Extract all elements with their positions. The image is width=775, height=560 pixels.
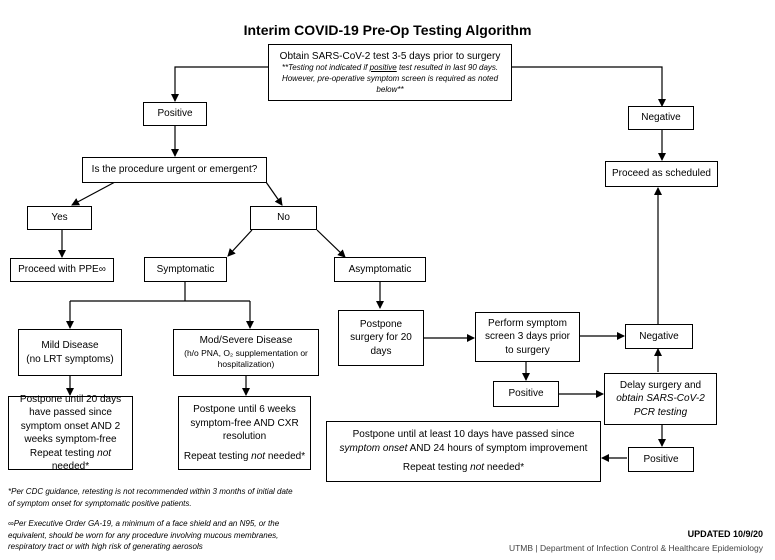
postpone-mild-box: Postpone until 20 days have passed since… — [8, 394, 133, 472]
positive-mid-box: Positive — [493, 381, 559, 407]
department-credit: UTMB | Department of Infection Control &… — [508, 543, 763, 553]
arrow-start-positive — [171, 66, 268, 102]
perform-symptom-screen-box: Perform symptom screen 3 days prior to s… — [475, 312, 580, 362]
arrow-question-yes — [71, 181, 116, 206]
start-box: Obtain SARS-CoV-2 test 3-5 days prior to… — [268, 44, 512, 101]
proceed-ppe-box: Proceed with PPE∞ — [10, 258, 114, 282]
arrow-no-symptomatic — [227, 229, 253, 257]
delay-surgery-box: Delay surgery and obtain SARS-CoV-2 PCR … — [604, 373, 717, 425]
start-instruction: Obtain SARS-CoV-2 test 3-5 days prior to… — [279, 50, 501, 62]
positive-low-box: Positive — [628, 447, 694, 472]
asymptomatic-box: Asymptomatic — [334, 257, 426, 282]
proceed-as-scheduled-box: Proceed as scheduled — [605, 161, 718, 187]
postpone-10-days-box: Postpone until at least 10 days have pas… — [326, 421, 601, 482]
postpone-modsevere-box: Postpone until 6 weeks symptom-free AND … — [178, 396, 311, 470]
positive-top-box: Positive — [143, 102, 207, 126]
negative-mid-box: Negative — [625, 324, 693, 349]
footnote-executive-order: ∞Per Executive Order GA-19, a minimum of… — [8, 519, 280, 552]
updated-date: UPDATED 10/9/20 — [687, 529, 763, 539]
postpone-20-days-box: Postpone surgery for 20 days — [338, 310, 424, 366]
page-title: Interim COVID-19 Pre-Op Testing Algorith… — [243, 22, 532, 38]
arrow-question-no — [265, 181, 283, 206]
arrow-start-negative — [512, 66, 666, 107]
modsevere-disease-box: Mod/Severe Disease (h/o PNA, O₂ suppleme… — [173, 329, 319, 376]
connector-symptomatic-split — [70, 281, 250, 302]
start-note: **Testing not indicated if positive test… — [281, 63, 499, 94]
question-box: Is the procedure urgent or emergent? — [82, 157, 267, 183]
footnote-cdc: *Per CDC guidance, retesting is not reco… — [8, 487, 293, 508]
negative-top-box: Negative — [628, 106, 694, 130]
symptomatic-box: Symptomatic — [144, 257, 227, 282]
yes-box: Yes — [27, 206, 92, 230]
arrow-no-asymptomatic — [316, 229, 346, 258]
mild-disease-box: Mild Disease (no LRT symptoms) — [18, 329, 122, 376]
no-box: No — [250, 206, 317, 230]
